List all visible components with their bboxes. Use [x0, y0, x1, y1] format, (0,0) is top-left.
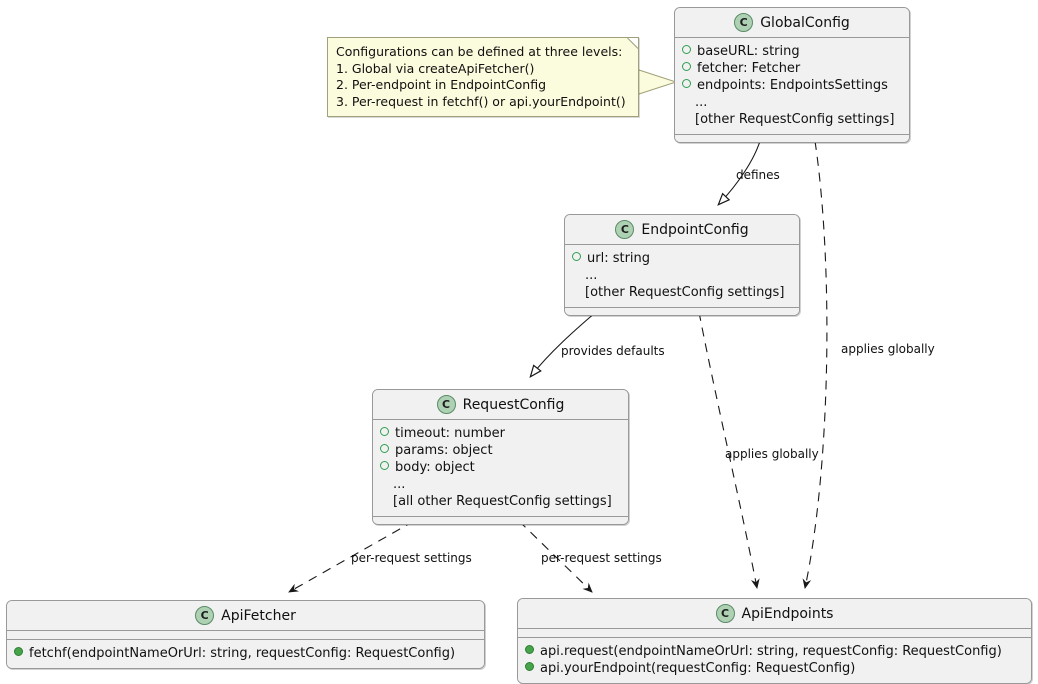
- attribute-label: [other RequestConfig settings]: [585, 285, 785, 300]
- note-line: Configurations can be defined at three l…: [336, 44, 623, 59]
- attribute-label: url: string: [587, 251, 651, 266]
- no-marker: [682, 116, 689, 123]
- attribute-label: timeout: number: [395, 426, 505, 441]
- note-line: 3. Per-request in fetchf() or api.yourEn…: [336, 93, 626, 109]
- attribute-label: ...: [393, 477, 406, 492]
- protected-attribute-icon: [380, 461, 389, 470]
- methods-compartment: api.request(endpointNameOrUrl: string, r…: [518, 637, 1031, 683]
- class-header: C ApiEndpoints: [518, 599, 1031, 629]
- edge-label-applies-globally-endpoint: applies globally: [725, 447, 819, 461]
- class-title: ApiEndpoints: [741, 605, 834, 622]
- attribute-row: timeout: number: [380, 425, 621, 442]
- attribute-row: [other RequestConfig settings]: [572, 284, 792, 301]
- note-connector: [638, 69, 678, 95]
- methods-compartment: [565, 307, 799, 315]
- no-marker: [572, 272, 579, 279]
- attribute-label: [other RequestConfig settings]: [695, 112, 895, 127]
- note-line: 2. Per-endpoint in EndpointConfig: [336, 77, 547, 92]
- protected-attribute-icon: [682, 45, 691, 54]
- attributes-compartment: [7, 631, 484, 639]
- note-fold-icon: [627, 38, 638, 49]
- protected-attribute-icon: [380, 444, 389, 453]
- attribute-label: [all other RequestConfig settings]: [393, 494, 612, 509]
- attribute-row: ...: [380, 476, 621, 493]
- class-title: RequestConfig: [462, 396, 565, 413]
- protected-attribute-icon: [380, 427, 389, 436]
- edge-label-provides-defaults: provides defaults: [561, 344, 665, 358]
- edge-label-per-request-settings-endpoints: per-request settings: [541, 551, 662, 565]
- no-marker: [380, 481, 387, 488]
- method-row: api.request(endpointNameOrUrl: string, r…: [525, 643, 1024, 660]
- attribute-row: ...: [572, 267, 792, 284]
- attributes-compartment: baseURL: string fetcher: Fetcher endpoin…: [675, 38, 909, 134]
- attribute-label: ...: [585, 268, 598, 283]
- class-apifetcher[interactable]: C ApiFetcher fetchf(endpointNameOrUrl: s…: [6, 600, 485, 669]
- public-method-icon: [525, 645, 534, 654]
- protected-attribute-icon: [682, 79, 691, 88]
- attribute-row: body: object: [380, 459, 621, 476]
- public-method-icon: [525, 662, 534, 671]
- attribute-label: body: object: [395, 460, 475, 475]
- method-label: api.yourEndpoint(requestConfig: RequestC…: [540, 661, 856, 676]
- no-marker: [682, 99, 689, 106]
- method-row: fetchf(endpointNameOrUrl: string, reques…: [14, 645, 477, 662]
- public-method-icon: [14, 647, 23, 656]
- note-line: 1. Global via createApiFetcher(): [336, 60, 535, 76]
- class-title: EndpointConfig: [641, 221, 749, 238]
- class-header: C EndpointConfig: [565, 215, 799, 245]
- class-stereotype-icon: C: [715, 604, 735, 623]
- class-header: C ApiFetcher: [7, 601, 484, 631]
- attribute-row: fetcher: Fetcher: [682, 60, 902, 77]
- attribute-row: params: object: [380, 442, 621, 459]
- class-requestconfig[interactable]: C RequestConfig timeout: number params: …: [372, 389, 629, 525]
- class-title: GlobalConfig: [760, 14, 850, 31]
- methods-compartment: [675, 134, 909, 142]
- attribute-row: ...: [682, 94, 902, 111]
- attributes-compartment: timeout: number params: object body: obj…: [373, 420, 628, 516]
- configuration-levels-note: Configurations can be defined at three l…: [327, 37, 639, 117]
- method-label: api.request(endpointNameOrUrl: string, r…: [540, 644, 1002, 659]
- edge-label-defines: defines: [736, 168, 780, 182]
- attributes-compartment: [518, 629, 1031, 637]
- class-apiendpoints[interactable]: C ApiEndpoints api.request(endpointNameO…: [517, 598, 1032, 684]
- attribute-row: [other RequestConfig settings]: [682, 111, 902, 128]
- class-stereotype-icon: C: [615, 220, 635, 239]
- method-label: fetchf(endpointNameOrUrl: string, reques…: [29, 646, 456, 661]
- protected-attribute-icon: [682, 62, 691, 71]
- protected-attribute-icon: [572, 252, 581, 261]
- attribute-row: endpoints: EndpointsSettings: [682, 77, 902, 94]
- attributes-compartment: url: string ... [other RequestConfig set…: [565, 245, 799, 307]
- class-endpointconfig[interactable]: C EndpointConfig url: string ... [other …: [564, 214, 800, 316]
- class-header: C GlobalConfig: [675, 8, 909, 38]
- attribute-label: fetcher: Fetcher: [697, 61, 801, 76]
- attribute-row: [all other RequestConfig settings]: [380, 493, 621, 510]
- edge-label-applies-globally-global: applies globally: [841, 342, 935, 356]
- methods-compartment: [373, 516, 628, 524]
- class-title: ApiFetcher: [221, 607, 296, 624]
- attribute-label: baseURL: string: [697, 44, 800, 59]
- attribute-row: baseURL: string: [682, 43, 902, 60]
- edge-globalconfig-apiendpoints: [802, 140, 828, 589]
- class-stereotype-icon: C: [195, 606, 215, 625]
- class-stereotype-icon: C: [436, 395, 456, 414]
- class-header: C RequestConfig: [373, 390, 628, 420]
- attribute-label: ...: [695, 95, 708, 110]
- methods-compartment: fetchf(endpointNameOrUrl: string, reques…: [7, 639, 484, 668]
- class-globalconfig[interactable]: C GlobalConfig baseURL: string fetcher: …: [674, 7, 910, 143]
- edge-label-per-request-settings-fetcher: per-request settings: [351, 551, 472, 565]
- no-marker: [380, 498, 387, 505]
- class-stereotype-icon: C: [734, 13, 754, 32]
- no-marker: [572, 289, 579, 296]
- attribute-label: endpoints: EndpointsSettings: [697, 78, 888, 93]
- method-row: api.yourEndpoint(requestConfig: RequestC…: [525, 660, 1024, 677]
- attribute-row: url: string: [572, 250, 792, 267]
- attribute-label: params: object: [395, 443, 493, 458]
